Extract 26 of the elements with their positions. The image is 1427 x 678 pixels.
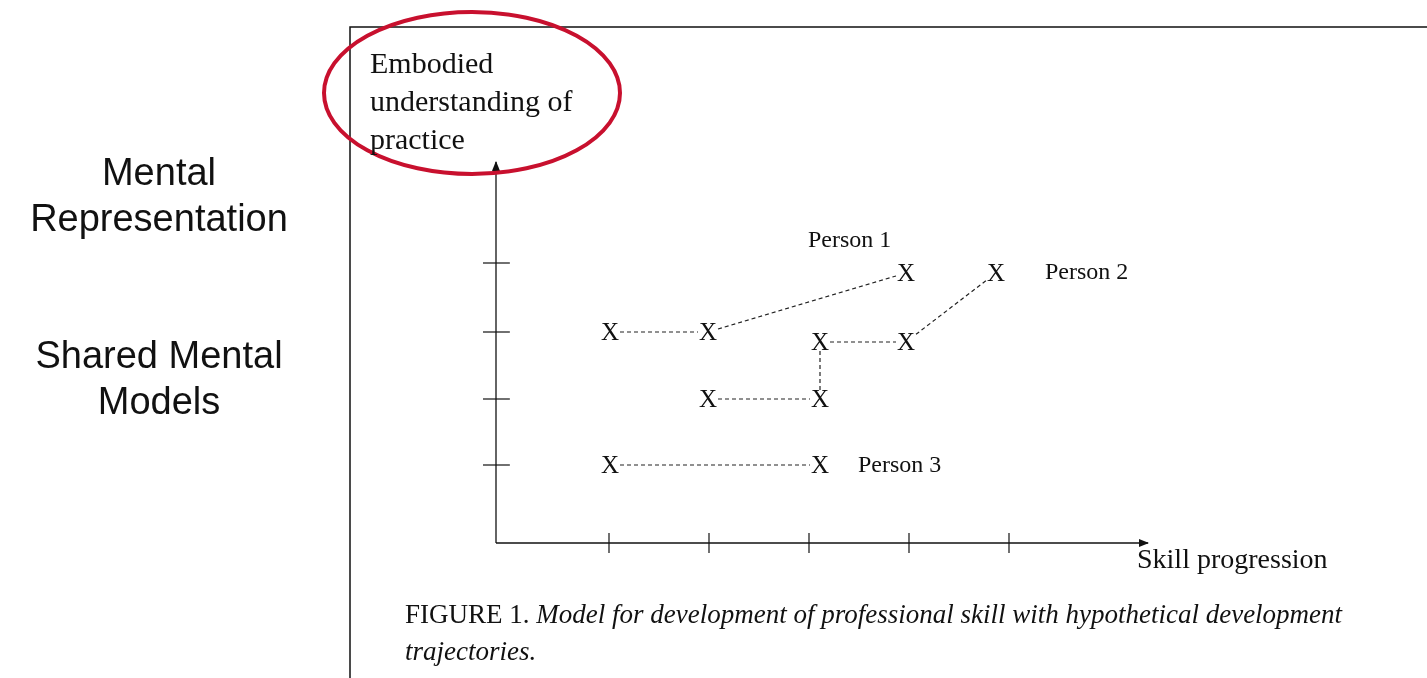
x-mark: X (893, 261, 919, 285)
series-label: Person 3 (858, 451, 942, 478)
dashed-connector (717, 398, 811, 400)
x-mark: X (807, 453, 833, 477)
dashed-connector (819, 350, 821, 391)
dashed-connector (619, 464, 811, 466)
x-mark: X (597, 320, 623, 344)
x-mark: X (807, 330, 833, 354)
highlight-ellipse (322, 10, 622, 176)
dashed-connector (717, 275, 897, 330)
side-label: Shared Mental Models (34, 333, 284, 424)
x-mark: X (695, 320, 721, 344)
x-mark: X (807, 387, 833, 411)
x-mark: X (695, 387, 721, 411)
side-label: Mental Representation (29, 150, 289, 241)
x-mark: X (893, 330, 919, 354)
dashed-connector (829, 341, 897, 343)
dashed-connector (619, 331, 699, 333)
x-mark: X (983, 261, 1009, 285)
series-label: Person 2 (1045, 258, 1129, 285)
dashed-connector (915, 280, 987, 335)
figure-caption: FIGURE 1. Model for development of professional skill with hypothetical development trajectories. (405, 598, 1344, 668)
series-label: Person 1 (808, 226, 892, 253)
axis-title: Skill progression (1137, 543, 1328, 575)
axis-title: Embodied understanding of practice (370, 45, 574, 157)
x-mark: X (597, 453, 623, 477)
